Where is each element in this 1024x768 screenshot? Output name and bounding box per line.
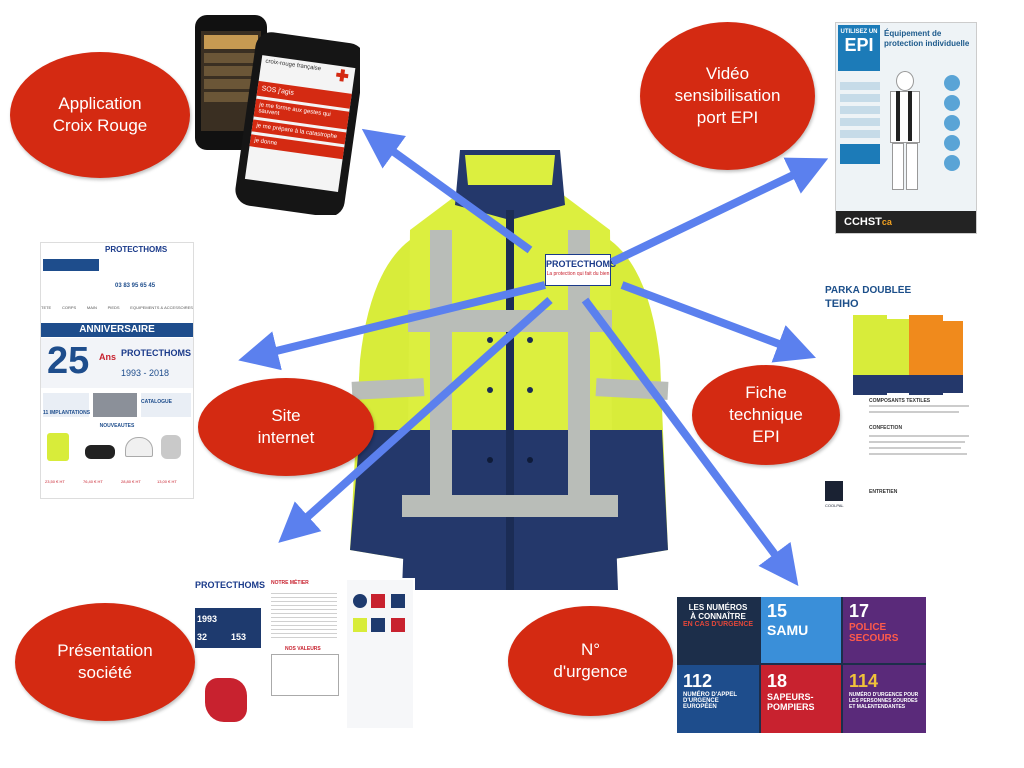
emergency-tile-pompiers: 18 SAPEURS-POMPIERS (761, 665, 841, 733)
arrow-to-video (610, 157, 829, 266)
emergency-tile-police: 17 POLICE SECOURS (843, 597, 926, 663)
fiche-jackets (853, 311, 965, 395)
emergency-tile-samu: 15 SAMU (761, 597, 841, 663)
epi-poster-thumbnail: UTILISEZ UN EPI Équipement de protection… (835, 22, 977, 234)
company-presentation-thumbnail: PROTECTHOMS 1993 32 153 NOTRE MÉTIER NOS… (195, 578, 415, 730)
site-section-title: NOUVEAUTES (99, 423, 135, 429)
reflective-band (408, 310, 612, 332)
product-jacket (47, 433, 69, 461)
product-price: 76,40 € HT (83, 479, 103, 484)
website-thumbnail: PROTECTHOMS 03 83 95 65 45 TETE CORPS MA… (40, 242, 194, 499)
bubble-video-epi: Vidéo sensibilisation port EPI (640, 22, 815, 170)
arrow-to-app (361, 128, 533, 254)
logo-text: PROTECTHOMS (546, 259, 617, 269)
emergency-numbers-thumbnail: LES NUMÉROS À CONNAÎTRE EN CAS D'URGENCE… (677, 597, 926, 733)
product-price: 23,50 € HT (45, 479, 65, 484)
france-map (205, 678, 247, 722)
epi-footer: CCHSTca (836, 211, 976, 233)
fiche-product: TEIHO (825, 298, 859, 310)
urgence-intro: LES NUMÉROS À CONNAÎTRE EN CAS D'URGENCE (677, 597, 759, 665)
arrow-to-site (238, 281, 546, 371)
croix-rouge-app-thumbnail: croix-rouge française SOS j'agis je me f… (190, 15, 360, 215)
logo-tagline: La protection qui fait du bien (546, 271, 610, 277)
bubble-numero-urgence: N° d'urgence (508, 606, 673, 716)
site-phone: 03 83 95 65 45 (115, 283, 156, 289)
arrow-to-urgence (581, 297, 799, 586)
bubble-site-internet: Site internet (198, 378, 374, 476)
bubble-fiche-technique: Fiche technique EPI (692, 365, 840, 465)
site-anniversary-visual: 25 Ans PROTECTHOMS 1993 - 2018 (41, 338, 193, 388)
technical-sheet-thumbnail: PARKA DOUBLÉE TEIHO COMPOSANTS TEXTILES … (825, 285, 975, 515)
site-banner: ANNIVERSAIRE (41, 323, 193, 337)
hi-vis-jacket-image (350, 150, 669, 590)
site-logo: PROTECTHOMS (105, 245, 168, 254)
arrow-to-presentation (278, 297, 553, 543)
coolpal-logo (825, 481, 843, 501)
product-price: 13,00 € HT (157, 479, 177, 484)
bubble-app-croix-rouge: Application Croix Rouge (10, 52, 190, 178)
product-price: 28,80 € HT (121, 479, 141, 484)
fiche-title: PARKA DOUBLÉE (825, 285, 912, 296)
product-glove (161, 435, 181, 459)
worker-figure (884, 71, 924, 191)
epi-title: Équipement de protection individuelle (884, 29, 970, 48)
epi-badge: UTILISEZ UN EPI (838, 25, 880, 71)
protecthoms-chest-logo: PROTECTHOMS La protection qui fait du bi… (545, 254, 617, 286)
emergency-tile-112: 112 NUMÉRO D'APPEL D'URGENCE EUROPÉEN (677, 665, 759, 733)
red-cross-icon (335, 69, 349, 83)
arrow-to-fiche (620, 281, 816, 363)
product-shoe (85, 445, 115, 459)
product-helmet (125, 437, 153, 457)
site-nav: TETE CORPS MAIN PIEDS EQUIPEMENTS & ACCE… (41, 305, 193, 310)
emergency-tile-114: 114 NUMÉRO D'URGENCE POUR LES PERSONNES … (843, 665, 926, 733)
bubble-presentation-societe: Présentation société (15, 603, 195, 721)
